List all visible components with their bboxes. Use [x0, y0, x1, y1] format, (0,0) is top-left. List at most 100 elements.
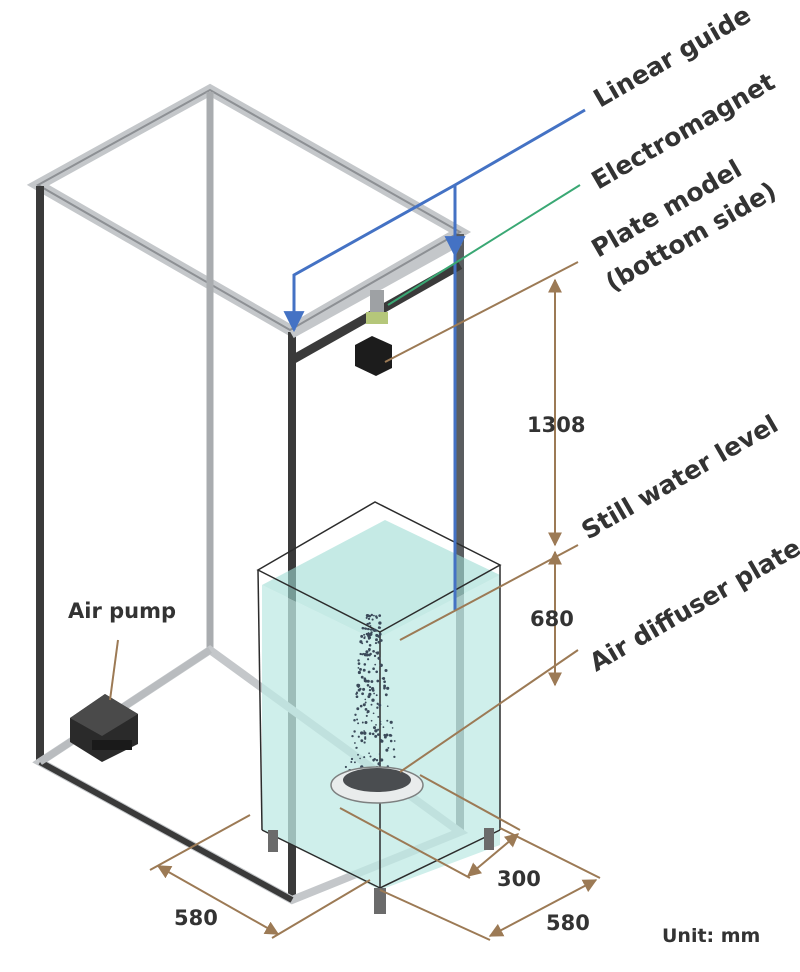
- bubble: [376, 652, 379, 655]
- bubble: [387, 746, 390, 749]
- bubble: [362, 687, 366, 691]
- bubble: [359, 687, 362, 691]
- bubble: [385, 733, 389, 737]
- bubble: [389, 739, 393, 743]
- bubble: [356, 718, 359, 721]
- bubble: [360, 739, 364, 743]
- bubble: [360, 675, 364, 679]
- bubble: [374, 729, 378, 733]
- bubble: [370, 719, 373, 722]
- bubble: [378, 614, 382, 617]
- bubble: [368, 732, 372, 735]
- bubble: [368, 628, 370, 631]
- bubble: [370, 613, 374, 617]
- bubble: [379, 639, 383, 642]
- bubble: [359, 757, 361, 760]
- bubble: [355, 695, 359, 699]
- bubble: [373, 614, 375, 617]
- electromagnet-icon: [355, 290, 392, 376]
- bubble: [366, 711, 369, 714]
- bubble: [372, 649, 375, 653]
- dim-1308: 1308: [527, 413, 585, 437]
- bubble: [353, 742, 356, 744]
- bubble: [375, 629, 378, 632]
- bubble: [356, 683, 360, 688]
- label-air-diffuser: Air diffuser plate: [585, 533, 800, 677]
- bubble: [377, 715, 380, 718]
- bubble: [370, 631, 373, 634]
- bubble: [382, 677, 386, 680]
- bubble: [356, 691, 358, 694]
- bubble: [360, 731, 364, 735]
- bubble: [386, 719, 389, 722]
- electromagnet-leader: [387, 184, 581, 306]
- bubble: [359, 704, 363, 708]
- bubble: [367, 647, 371, 651]
- bubble: [391, 727, 394, 729]
- bubble: [375, 759, 379, 762]
- bubble: [376, 702, 379, 705]
- bubble: [353, 761, 356, 764]
- bubble: [366, 633, 370, 636]
- bubble: [377, 635, 381, 638]
- bubble: [370, 703, 373, 706]
- bubble: [355, 746, 358, 749]
- bubble: [367, 637, 371, 640]
- bubble: [375, 638, 378, 642]
- bubble: [357, 659, 360, 662]
- bubble: [377, 656, 381, 660]
- bubble: [359, 667, 362, 671]
- bubble: [378, 621, 382, 625]
- bubble: [365, 714, 368, 717]
- bubble: [365, 653, 369, 657]
- bubble: [362, 703, 366, 707]
- bubble: [365, 627, 368, 630]
- bubble: [392, 748, 396, 751]
- bubble: [361, 642, 364, 645]
- air-pump-icon: [70, 694, 138, 762]
- bubble: [359, 640, 363, 644]
- bubble: [368, 644, 372, 647]
- bubble: [365, 650, 369, 653]
- bubble-column-icon: [344, 613, 397, 776]
- bubble: [373, 654, 377, 658]
- bubble: [367, 695, 371, 699]
- dim-680: 680: [530, 607, 574, 631]
- bubble: [379, 723, 382, 725]
- bubble: [357, 753, 359, 756]
- dim-300: 300: [497, 867, 541, 891]
- dim-580-right: 580: [546, 911, 590, 935]
- bubble: [365, 613, 370, 618]
- bubble: [383, 684, 387, 688]
- bubble: [383, 735, 387, 739]
- bubble: [360, 634, 364, 638]
- bubble: [363, 730, 365, 732]
- bubble: [375, 694, 378, 697]
- bubble: [363, 677, 367, 681]
- bubble: [375, 724, 377, 726]
- bubble: [368, 653, 371, 657]
- bubble: [362, 668, 366, 672]
- diffuser-plate-icon: [330, 766, 424, 804]
- bubble: [371, 732, 375, 736]
- bubble: [365, 616, 368, 619]
- unit-label: Unit: mm: [662, 925, 760, 947]
- bubble: [383, 687, 386, 690]
- bubble: [356, 707, 360, 711]
- bubble: [363, 731, 367, 735]
- bubble: [371, 688, 375, 692]
- bubble: [378, 703, 382, 707]
- bubble: [380, 758, 384, 762]
- bubble: [361, 721, 364, 724]
- bubble: [382, 726, 385, 728]
- bubble: [357, 670, 361, 675]
- bubble: [368, 686, 372, 689]
- bubble: [393, 755, 396, 759]
- bubble: [378, 632, 382, 636]
- bubble: [351, 734, 354, 738]
- bubble: [357, 735, 360, 738]
- bubble: [350, 757, 354, 761]
- label-air-pump: Air pump: [68, 599, 176, 623]
- bubble: [373, 757, 376, 761]
